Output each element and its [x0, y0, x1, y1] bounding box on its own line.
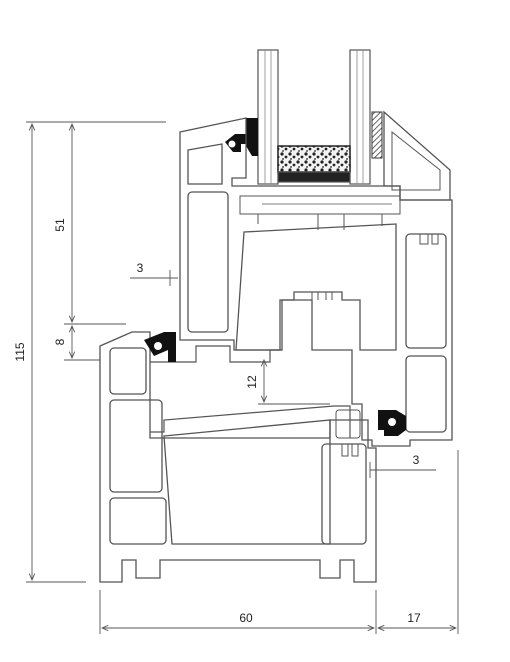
sash-chamber-left: [187, 191, 229, 333]
label-wall-left: 3: [137, 261, 144, 275]
sash-chamber-top: [187, 143, 223, 185]
sealant-strip: [277, 171, 351, 183]
label-frame-width: 60: [239, 611, 253, 625]
dimension-labels: 115 51 8 3 12 3 60 17: [13, 218, 421, 625]
sash-chamber-right-upper: [405, 233, 447, 349]
label-upper-height: 51: [53, 218, 67, 232]
frame-outer-contour: [99, 331, 377, 583]
label-step-height: 8: [53, 338, 67, 345]
sash-reinforcement-chamber: [235, 223, 397, 351]
glass-pane-right: [349, 49, 371, 185]
dimension-lines: [26, 121, 459, 634]
gasket-left-top: [225, 134, 249, 152]
glass-pane-left: [257, 49, 279, 185]
label-rebate-gap: 12: [245, 375, 259, 389]
spacer-bar: [277, 145, 351, 173]
gasket-right-glass: [371, 111, 383, 159]
gasket-left-glass: [246, 118, 258, 156]
frame-gaskets: [144, 332, 406, 436]
sash-chamber-right-lower: [405, 355, 447, 433]
glazing-gaskets: [225, 111, 383, 159]
glazing-unit: [257, 49, 371, 185]
frame-chamber-left: [109, 399, 163, 493]
label-wall-right: 3: [413, 453, 420, 467]
frame-chamber-right: [321, 443, 367, 545]
label-sash-overlap: 17: [407, 611, 421, 625]
frame-chamber-top: [109, 347, 147, 395]
frame-chamber-bottom-left: [109, 497, 167, 545]
frame-profile: [99, 331, 377, 583]
label-total-height: 115: [13, 342, 27, 361]
